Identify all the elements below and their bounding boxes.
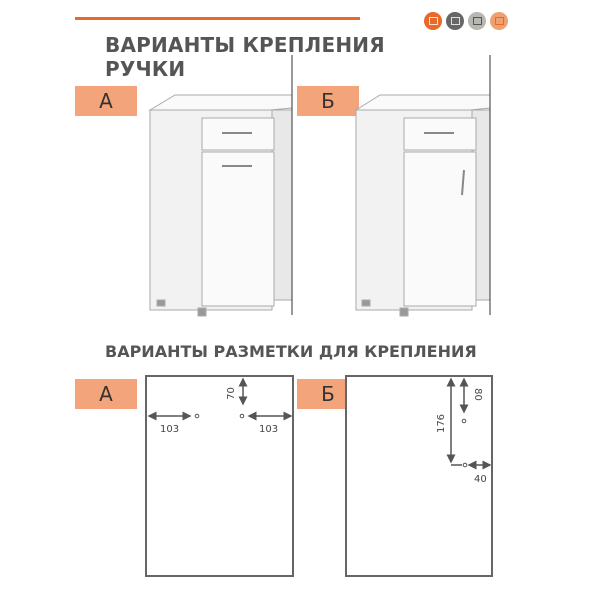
shelf-icon <box>424 12 442 30</box>
dim-a-top: 70 <box>225 387 237 400</box>
title-line-2: РУЧКИ <box>105 57 186 81</box>
dim-b-side: 40 <box>474 474 487 485</box>
variant-a-badge: А <box>75 86 137 116</box>
variant-b-badge: Б <box>297 86 359 116</box>
title-line-1: ВАРИАНТЫ КРЕПЛЕНИЯ <box>105 33 385 57</box>
cabinet-icon <box>446 12 464 30</box>
dim-a-left: 103 <box>160 424 180 435</box>
markup-heading: ВАРИАНТЫ РАЗМЕТКИ ДЛЯ КРЕПЛЕНИЯ <box>105 342 477 361</box>
dim-b-top: 80 <box>471 388 483 401</box>
cabinet-a <box>148 94 293 317</box>
hole-b-1 <box>461 418 467 424</box>
module-icon <box>490 12 508 30</box>
cabinet-b <box>354 94 491 317</box>
hole-a-2 <box>239 413 245 419</box>
markup-a-badge: А <box>75 379 137 409</box>
page-title: ВАРИАНТЫ КРЕПЛЕНИЯ РУЧКИ <box>105 33 385 81</box>
hole-b-2 <box>462 462 468 468</box>
dim-a-right: 103 <box>259 424 279 435</box>
accent-line <box>75 17 360 20</box>
drawer-icon <box>468 12 486 30</box>
feature-icons <box>424 12 508 30</box>
dim-b-height: 176 <box>436 413 448 434</box>
hole-a-1 <box>194 413 200 419</box>
door-panel-a <box>145 375 294 577</box>
